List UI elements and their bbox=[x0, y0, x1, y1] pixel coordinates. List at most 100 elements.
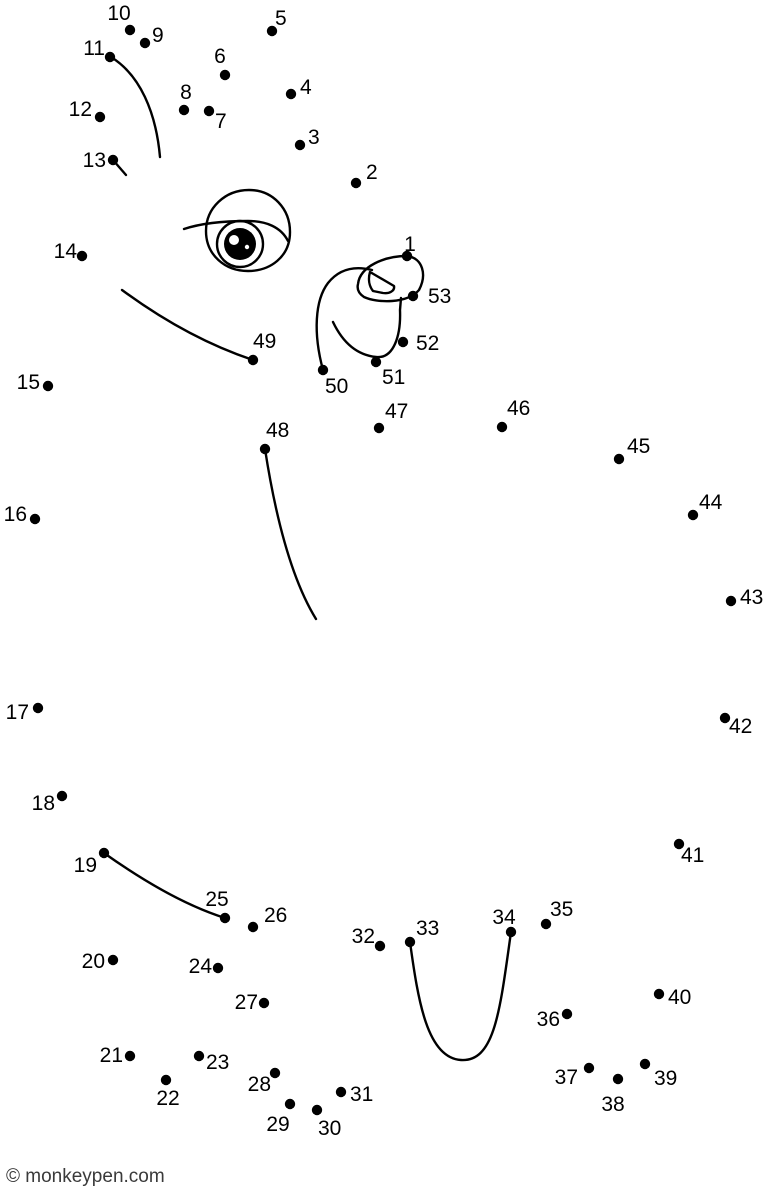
dot-marker bbox=[258, 997, 270, 1009]
dot-23: 23 bbox=[193, 1050, 229, 1074]
dot-marker bbox=[404, 936, 416, 948]
dot-marker bbox=[496, 421, 508, 433]
dot-42: 42 bbox=[719, 712, 752, 738]
eye-lid-line bbox=[182, 219, 290, 243]
dot-number-label: 9 bbox=[152, 24, 164, 47]
dot-marker bbox=[653, 988, 665, 1000]
dot-1: 1 bbox=[401, 233, 416, 262]
dot-28: 28 bbox=[248, 1067, 281, 1096]
eye-iris-ring bbox=[215, 219, 265, 269]
dot-number-label: 52 bbox=[416, 332, 439, 355]
dot-number-label: 24 bbox=[189, 955, 213, 978]
dot-46: 46 bbox=[496, 397, 530, 433]
numbered-dots: 1234567891011121314151617181920212223242… bbox=[4, 2, 764, 1140]
dot-marker bbox=[212, 962, 224, 974]
dot-number-label: 20 bbox=[82, 950, 105, 973]
dot-45: 45 bbox=[613, 435, 650, 465]
dot-34: 34 bbox=[492, 906, 517, 938]
dot-number-label: 53 bbox=[428, 285, 451, 308]
parrot-eye bbox=[182, 188, 292, 273]
nostril-shape bbox=[367, 270, 396, 295]
dot-marker bbox=[374, 940, 386, 952]
dot-number-label: 25 bbox=[205, 888, 228, 911]
dot-6: 6 bbox=[214, 45, 231, 81]
dot-marker bbox=[612, 1073, 624, 1085]
dot-marker bbox=[219, 69, 231, 81]
dot-marker bbox=[94, 111, 106, 123]
dot-marker bbox=[124, 24, 136, 36]
dot-number-label: 43 bbox=[740, 586, 763, 609]
dot-20: 20 bbox=[82, 950, 119, 973]
dot-number-label: 44 bbox=[699, 491, 723, 514]
dot-marker bbox=[139, 37, 151, 49]
crest-guide-line bbox=[109, 55, 162, 159]
eye-outline bbox=[204, 188, 292, 273]
dot-marker bbox=[124, 1050, 136, 1062]
dot-9: 9 bbox=[139, 24, 164, 49]
dot-marker bbox=[56, 790, 68, 802]
dot-12: 12 bbox=[69, 98, 106, 123]
dot-21: 21 bbox=[100, 1044, 136, 1067]
dot-marker bbox=[317, 364, 329, 376]
dot-53: 53 bbox=[407, 285, 451, 308]
dot-marker bbox=[285, 88, 297, 100]
beak-outer-guide bbox=[315, 267, 374, 372]
eye-highlight-small bbox=[244, 244, 250, 250]
dot-number-label: 27 bbox=[235, 991, 258, 1014]
wing-guide-line bbox=[102, 851, 227, 920]
dot-marker bbox=[687, 509, 699, 521]
dot-number-label: 14 bbox=[54, 240, 78, 263]
eye-pupil bbox=[224, 228, 256, 260]
dot-marker bbox=[613, 453, 625, 465]
dot-number-label: 15 bbox=[17, 371, 40, 394]
dot-number-label: 7 bbox=[215, 110, 227, 133]
dot-number-label: 12 bbox=[69, 98, 92, 121]
dot-marker bbox=[673, 838, 685, 850]
dot-15: 15 bbox=[17, 371, 54, 394]
dot-35: 35 bbox=[540, 898, 573, 930]
dot-22: 22 bbox=[156, 1074, 180, 1110]
dot-number-label: 41 bbox=[681, 844, 704, 867]
dot-number-label: 45 bbox=[627, 435, 650, 458]
dot-33: 33 bbox=[404, 917, 439, 948]
dot-4: 4 bbox=[285, 76, 312, 100]
dot-marker bbox=[98, 847, 110, 859]
dot-marker bbox=[370, 356, 382, 368]
dot-27: 27 bbox=[235, 991, 270, 1014]
dot-marker bbox=[107, 954, 119, 966]
dot-41: 41 bbox=[673, 838, 704, 867]
dot-32: 32 bbox=[352, 925, 386, 952]
dot-18: 18 bbox=[32, 790, 68, 815]
dot-marker bbox=[76, 250, 88, 262]
dot-40: 40 bbox=[653, 986, 691, 1009]
dot-5: 5 bbox=[266, 7, 287, 37]
dot-number-label: 40 bbox=[668, 986, 691, 1009]
dot-13: 13 bbox=[83, 149, 119, 172]
site-credit: © monkeypen.com bbox=[6, 1166, 165, 1187]
dot-marker bbox=[269, 1067, 281, 1079]
dot-number-label: 29 bbox=[266, 1113, 289, 1136]
cheek-guide-line bbox=[120, 288, 255, 362]
dot-marker bbox=[104, 51, 116, 63]
dot-39: 39 bbox=[639, 1058, 677, 1090]
dot-38: 38 bbox=[601, 1073, 625, 1116]
dot-number-label: 1 bbox=[404, 233, 416, 256]
dot-marker bbox=[335, 1086, 347, 1098]
dot-number-label: 33 bbox=[416, 917, 439, 940]
dot-number-label: 6 bbox=[214, 45, 226, 68]
foot-guide-curve bbox=[408, 930, 513, 1062]
dot-number-label: 46 bbox=[507, 397, 530, 420]
dot-marker bbox=[350, 177, 362, 189]
dot-number-label: 36 bbox=[537, 1008, 560, 1031]
dot-number-label: 17 bbox=[6, 701, 29, 724]
dot-marker bbox=[247, 921, 259, 933]
dot-8: 8 bbox=[178, 81, 192, 116]
dot-marker bbox=[311, 1104, 323, 1116]
dot-19: 19 bbox=[74, 847, 110, 877]
dot-51: 51 bbox=[370, 356, 405, 389]
dot-43: 43 bbox=[725, 586, 763, 609]
dot-number-label: 5 bbox=[275, 7, 287, 30]
dot-26: 26 bbox=[247, 904, 287, 933]
dot-number-label: 26 bbox=[264, 904, 287, 927]
